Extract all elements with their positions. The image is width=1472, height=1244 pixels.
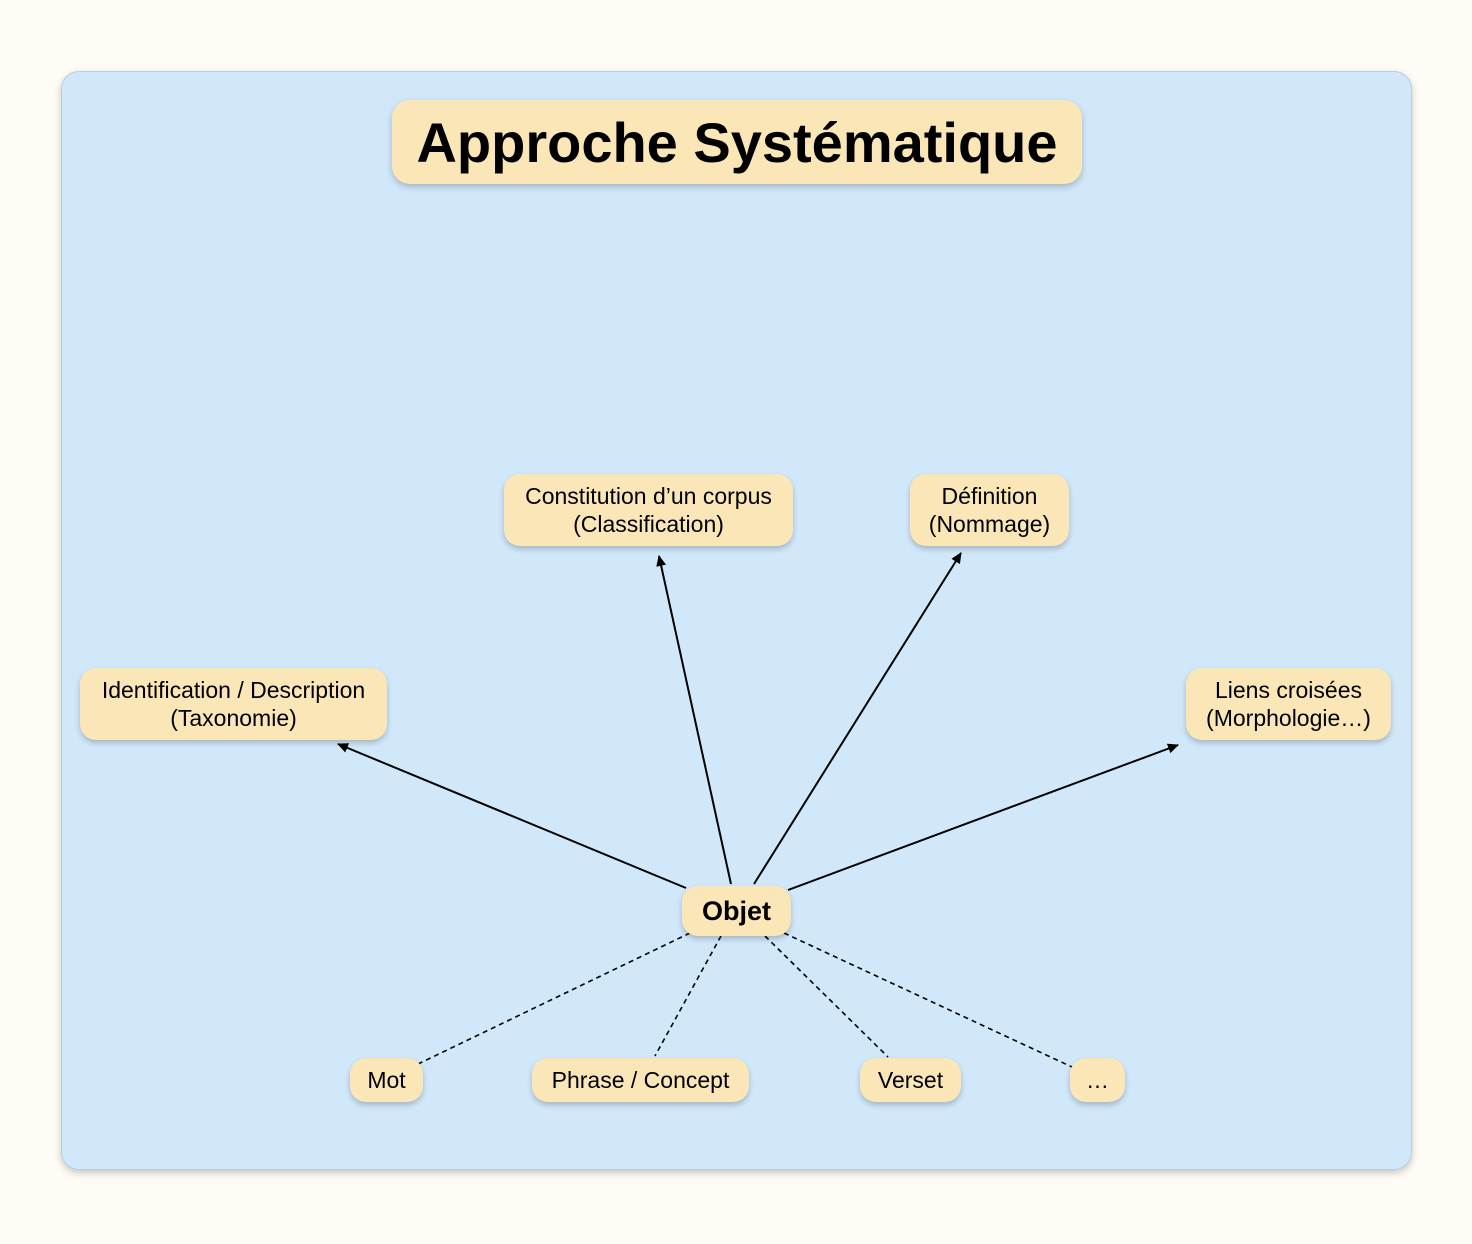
node-ellipsis-label: …: [1086, 1067, 1109, 1093]
node-constitution-corpus-line1: Constitution d’un corpus: [525, 483, 772, 509]
edge-objet-to-definition: [753, 552, 962, 885]
node-identification-line1: Identification / Description: [101, 677, 366, 703]
node-liens-croisees: Liens croisées (Morphologie…): [1186, 668, 1391, 740]
node-definition-line2: (Nommage): [928, 511, 1051, 537]
edge-objet-to-identification: [337, 743, 687, 889]
node-verset-label: Verset: [877, 1067, 944, 1093]
diagram-panel: [61, 71, 1412, 1170]
node-identification: Identification / Description (Taxonomie): [80, 668, 387, 740]
node-constitution-corpus-line2: (Classification): [573, 511, 724, 537]
edge-objet-to-mot: [415, 932, 691, 1066]
edge-objet-to-liens: [787, 743, 1179, 891]
node-phrase-concept: Phrase / Concept: [532, 1058, 749, 1102]
node-ellipsis: …: [1070, 1058, 1125, 1102]
node-constitution-corpus: Constitution d’un corpus (Classification…: [504, 474, 793, 546]
node-phrase-concept-label: Phrase / Concept: [551, 1067, 730, 1093]
node-verset: Verset: [860, 1058, 961, 1102]
node-mot-label: Mot: [367, 1067, 406, 1093]
node-objet: Objet: [682, 886, 791, 936]
node-definition: Définition (Nommage): [910, 474, 1069, 546]
node-mot: Mot: [350, 1058, 423, 1102]
node-objet-label: Objet: [701, 896, 771, 926]
edge-objet-to-corpus: [656, 555, 732, 885]
node-liens-croisees-line2: (Morphologie…): [1206, 705, 1371, 731]
node-definition-line1: Définition: [941, 483, 1038, 509]
edge-objet-to-phrase: [654, 935, 722, 1057]
diagram-title: Approche Systématique: [392, 100, 1082, 184]
edge-objet-to-ellipsis: [783, 932, 1073, 1068]
edge-objet-to-verset: [764, 935, 889, 1058]
node-identification-line2: (Taxonomie): [170, 705, 297, 731]
node-liens-croisees-line1: Liens croisées: [1214, 677, 1363, 703]
